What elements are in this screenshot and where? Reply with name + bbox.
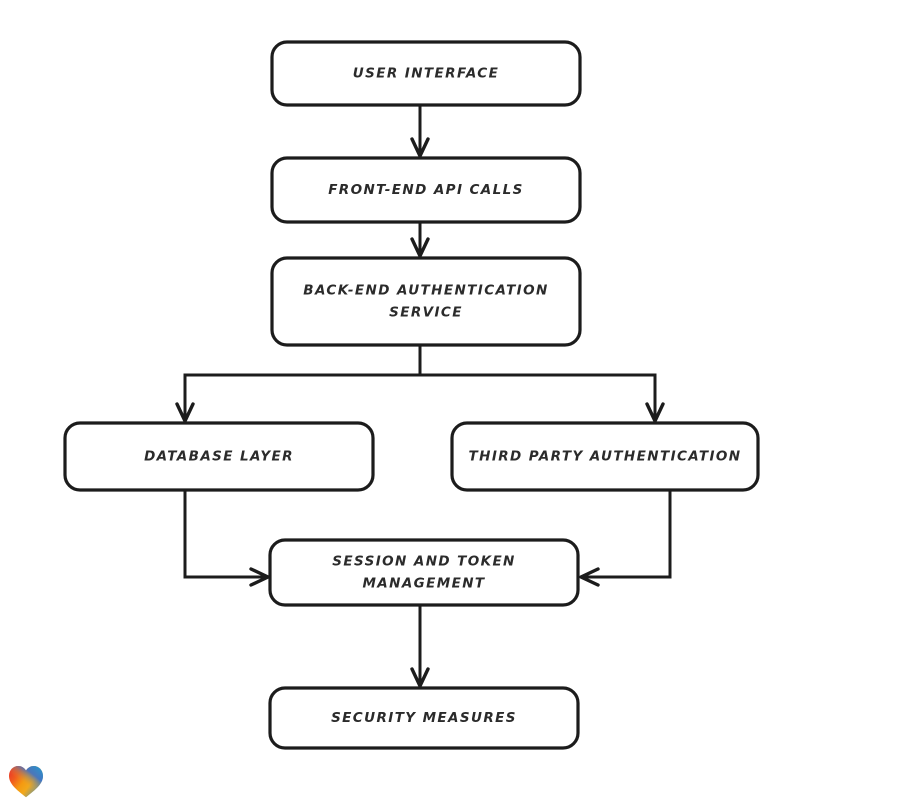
node-shape[interactable]: [270, 256, 582, 347]
node-user-interface[interactable]: USER INTERFACE: [270, 40, 582, 107]
edge-thirdparty-to-session: [579, 490, 672, 587]
edge-arrowhead: [579, 567, 600, 587]
node-label: SESSION AND TOKEN MANAGEMENT: [332, 554, 516, 592]
nodes-layer: USER INTERFACE FRONT-END API CALLS BACK-EN…: [63, 40, 760, 750]
node-label-line: SECURITY MEASURES: [331, 710, 517, 726]
edges-layer: [175, 105, 672, 688]
edge-backend-to-database: [175, 345, 422, 423]
edge-arrowhead: [249, 567, 270, 587]
node-label: USER INTERFACE: [353, 66, 499, 82]
node-front-end-api-calls[interactable]: FRONT-END API CALLS: [270, 156, 582, 224]
node-shape[interactable]: [450, 421, 760, 492]
node-label-line: THIRD PARTY AUTHENTICATION: [469, 449, 742, 465]
node-label-line: BACK-END AUTHENTICATION: [303, 283, 548, 299]
edge-arrowhead: [645, 402, 665, 423]
node-label-line: SESSION AND TOKEN: [332, 554, 516, 570]
edge-line: [183, 345, 422, 419]
edge-line: [418, 345, 657, 419]
edge-line: [183, 490, 266, 579]
node-shape[interactable]: [270, 40, 582, 107]
node-shape[interactable]: [268, 538, 580, 607]
edge-arrowhead: [410, 237, 430, 258]
node-label-line: FRONT-END API CALLS: [328, 182, 524, 198]
node-database-layer[interactable]: DATABASE LAYER: [63, 421, 375, 492]
node-security-measures[interactable]: SECURITY MEASURES: [268, 686, 580, 750]
node-label-line: MANAGEMENT: [362, 576, 485, 592]
node-label-line: USER INTERFACE: [353, 66, 499, 82]
node-label-line: DATABASE LAYER: [144, 449, 294, 465]
node-label: BACK-END AUTHENTICATION SERVICE: [303, 283, 548, 321]
edge-arrowhead: [410, 667, 430, 688]
node-label-line: SERVICE: [389, 305, 463, 321]
node-label: THIRD PARTY AUTHENTICATION: [469, 449, 742, 465]
node-label: FRONT-END API CALLS: [328, 182, 524, 198]
node-third-party-authentication[interactable]: THIRD PARTY AUTHENTICATION: [450, 421, 760, 492]
edge-database-to-session: [183, 490, 270, 587]
node-shape[interactable]: [268, 686, 580, 750]
node-back-end-authentication-service[interactable]: BACK-END AUTHENTICATION SERVICE: [270, 256, 582, 347]
node-label: DATABASE LAYER: [144, 449, 294, 465]
node-shape[interactable]: [63, 421, 375, 492]
node-session-and-token-management[interactable]: SESSION AND TOKEN MANAGEMENT: [268, 538, 580, 607]
edge-ui-to-api: [410, 105, 430, 158]
edge-api-to-backend: [410, 222, 430, 258]
edge-line: [583, 490, 672, 579]
node-label: SECURITY MEASURES: [331, 710, 517, 726]
edge-arrowhead: [175, 402, 195, 423]
heart-icon: [8, 764, 44, 798]
edge-arrowhead: [410, 137, 430, 158]
node-shape[interactable]: [270, 156, 582, 224]
edge-backend-to-thirdparty: [418, 345, 665, 423]
edge-session-to-security: [410, 605, 430, 688]
